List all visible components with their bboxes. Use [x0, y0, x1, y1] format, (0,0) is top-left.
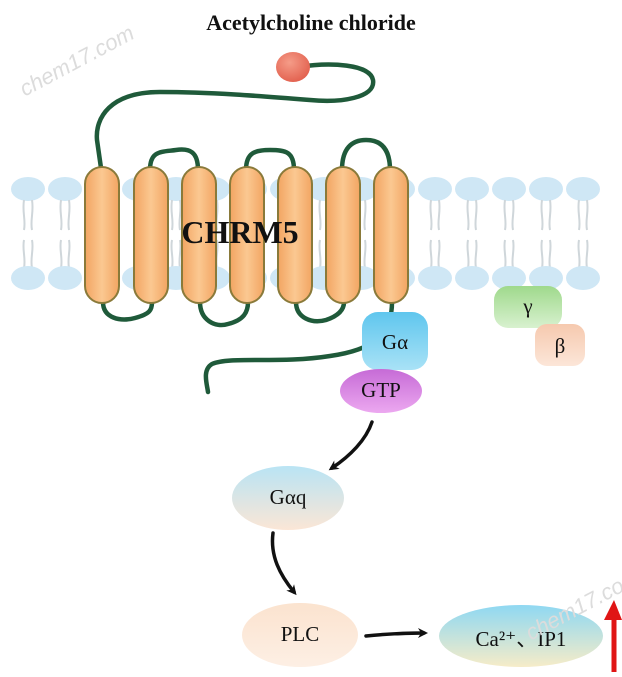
- extracellular-loop-3: [339, 137, 393, 173]
- lipid-tail: [429, 199, 441, 231]
- gamma-label: γ: [523, 294, 533, 318]
- lipid-head: [11, 266, 45, 290]
- lipid-tail: [540, 239, 552, 269]
- gamma-subunit-node: [494, 286, 562, 328]
- lipid-head: [418, 177, 452, 201]
- intracellular-loop-3: [293, 299, 347, 324]
- lipid-tail: [540, 199, 552, 231]
- receptor-label: CHRM5: [181, 214, 299, 250]
- plc-node: [242, 603, 358, 667]
- arrow-gaq-to-plc: [270, 531, 297, 596]
- receptor-backbone-strand: [94, 62, 395, 395]
- helix-5: [277, 166, 313, 304]
- plc-label: PLC: [280, 622, 320, 646]
- extracellular-loop-2: [243, 147, 297, 173]
- lipid-tail: [503, 239, 515, 269]
- lipid-tail: [170, 239, 182, 269]
- ca-ip1-label: Ca²⁺、IP1: [475, 627, 567, 651]
- beta-subunit-node: [535, 324, 585, 366]
- lipid-tail: [577, 199, 589, 231]
- lipid-head: [418, 266, 452, 290]
- helix-3: [181, 166, 217, 304]
- pathway-arrows: [270, 420, 428, 639]
- gtp-label: GTP: [361, 378, 401, 402]
- ca-ip1-node: [439, 605, 603, 667]
- increase-arrow: [604, 600, 622, 672]
- lipid-head: [566, 177, 600, 201]
- lipid-tail: [59, 239, 71, 269]
- lipid-head: [492, 266, 526, 290]
- lipid-head: [48, 266, 82, 290]
- lipid-tail: [503, 199, 515, 231]
- lipid-tail: [466, 239, 478, 269]
- lipid-tail: [170, 199, 182, 231]
- lipid-tail: [429, 239, 441, 269]
- lipid-tail: [577, 239, 589, 269]
- ligand-title: Acetylcholine chloride: [206, 10, 416, 35]
- lipid-head: [11, 177, 45, 201]
- lipid-head: [566, 266, 600, 290]
- g-alpha-q-label: Gαq: [269, 485, 307, 509]
- lipid-head: [455, 177, 489, 201]
- lipid-tail: [22, 239, 34, 269]
- lipid-head: [492, 177, 526, 201]
- acetylcholine-ligand: [276, 52, 310, 82]
- helix-1: [84, 166, 120, 304]
- arrow-plc-to-ca: [364, 628, 428, 639]
- helix-4: [229, 166, 265, 304]
- transmembrane-helices: [84, 166, 409, 304]
- beta-label: β: [554, 334, 566, 358]
- arrow-gtp-to-gaq: [328, 420, 374, 471]
- g-alpha-node: [362, 312, 428, 370]
- helix-6: [325, 166, 361, 304]
- helix-7: [373, 166, 409, 304]
- g-alpha-label: Gα: [381, 330, 409, 354]
- lipid-head: [529, 177, 563, 201]
- lipid-head: [48, 177, 82, 201]
- gtp-node: [340, 369, 422, 413]
- lipid-head: [529, 266, 563, 290]
- lipid-tail: [59, 199, 71, 231]
- intracellular-loop-2: [197, 299, 251, 328]
- lipid-head: [455, 266, 489, 290]
- intracellular-loop-1: [100, 299, 155, 322]
- helix-2: [133, 166, 169, 304]
- lipid-tail: [466, 199, 478, 231]
- extracellular-loop-1: [147, 147, 201, 173]
- lipid-tail: [22, 199, 34, 231]
- g-alpha-q-node: [232, 466, 344, 530]
- n-terminus-strand: [94, 62, 376, 171]
